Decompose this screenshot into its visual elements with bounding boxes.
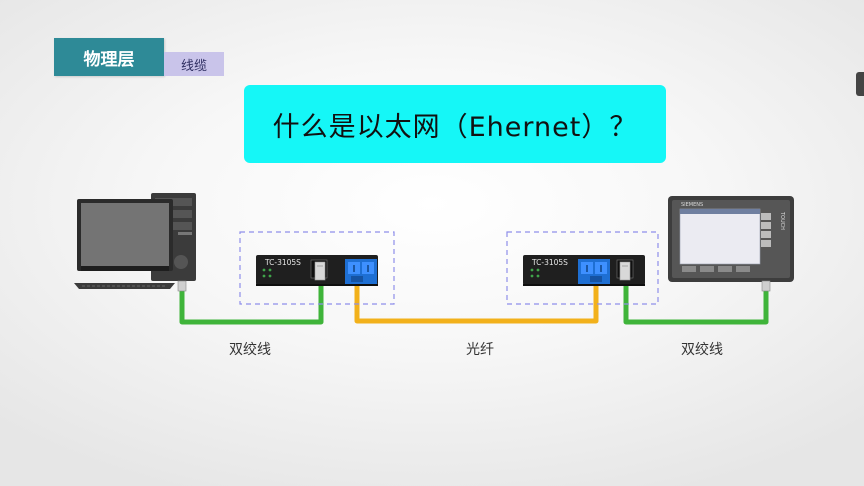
hmi-brand-label: SIEMENS bbox=[681, 202, 703, 208]
media-converter-right bbox=[506, 231, 659, 305]
category-label: 物理层 bbox=[83, 49, 135, 70]
category-tag: 物理层 bbox=[54, 38, 164, 76]
fiber-cable bbox=[354, 282, 599, 324]
subcategory-label: 线缆 bbox=[180, 58, 207, 74]
converter-left-model: TC-3105S bbox=[264, 258, 301, 267]
media-converter-left bbox=[239, 231, 395, 305]
computer-icon bbox=[74, 193, 196, 292]
converter-right-model: TC-3105S bbox=[531, 258, 568, 267]
cable-label-right: 双绞线 bbox=[681, 342, 723, 358]
subcategory-tag: 线缆 bbox=[164, 52, 224, 76]
cable-label-middle: 光纤 bbox=[466, 342, 494, 358]
page-title: 什么是以太网（Ehernet）？ bbox=[272, 111, 638, 143]
side-handle[interactable] bbox=[856, 72, 864, 96]
hmi-side-label: TOUCH bbox=[779, 211, 785, 230]
twisted-pair-cable-right bbox=[623, 282, 769, 325]
title-banner: 什么是以太网（Ehernet）？ bbox=[244, 85, 666, 163]
twisted-pair-cable-left bbox=[179, 280, 324, 325]
cable-label-left: 双绞线 bbox=[229, 342, 271, 358]
hmi-panel-icon bbox=[668, 196, 794, 292]
